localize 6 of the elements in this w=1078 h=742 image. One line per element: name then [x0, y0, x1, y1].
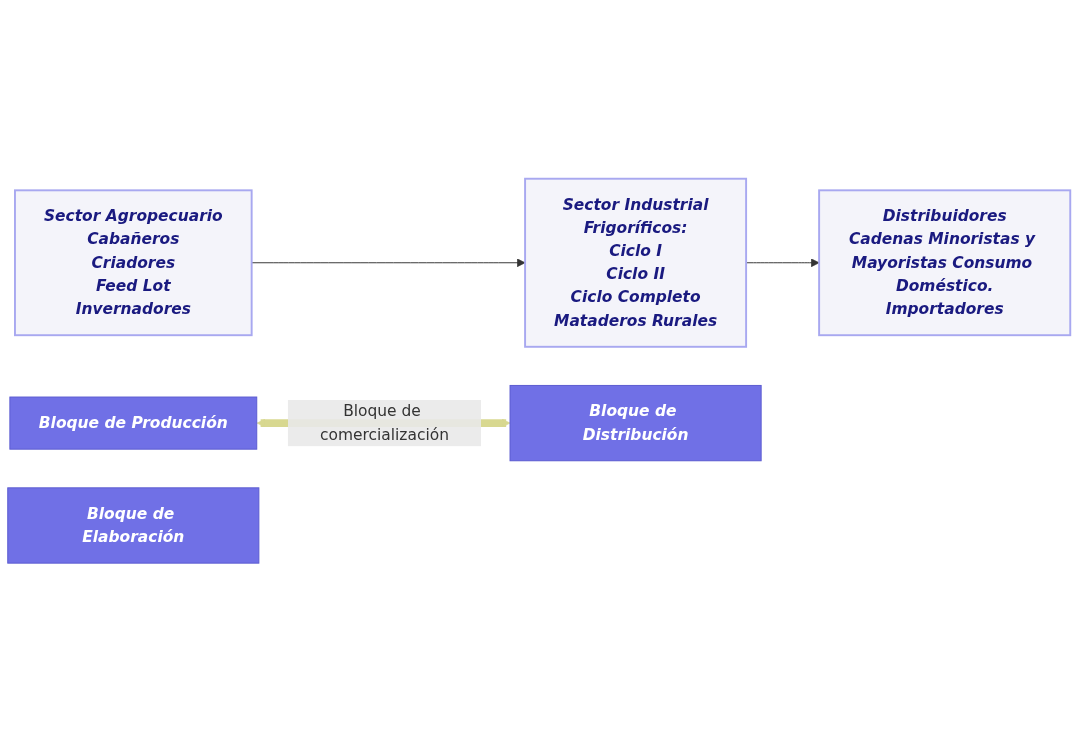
- node-box: [7, 487, 260, 564]
- node-box: [509, 385, 762, 462]
- node-box: [9, 396, 258, 450]
- node-box: [818, 189, 1072, 337]
- node-box: [524, 177, 748, 348]
- node-box: [14, 189, 253, 337]
